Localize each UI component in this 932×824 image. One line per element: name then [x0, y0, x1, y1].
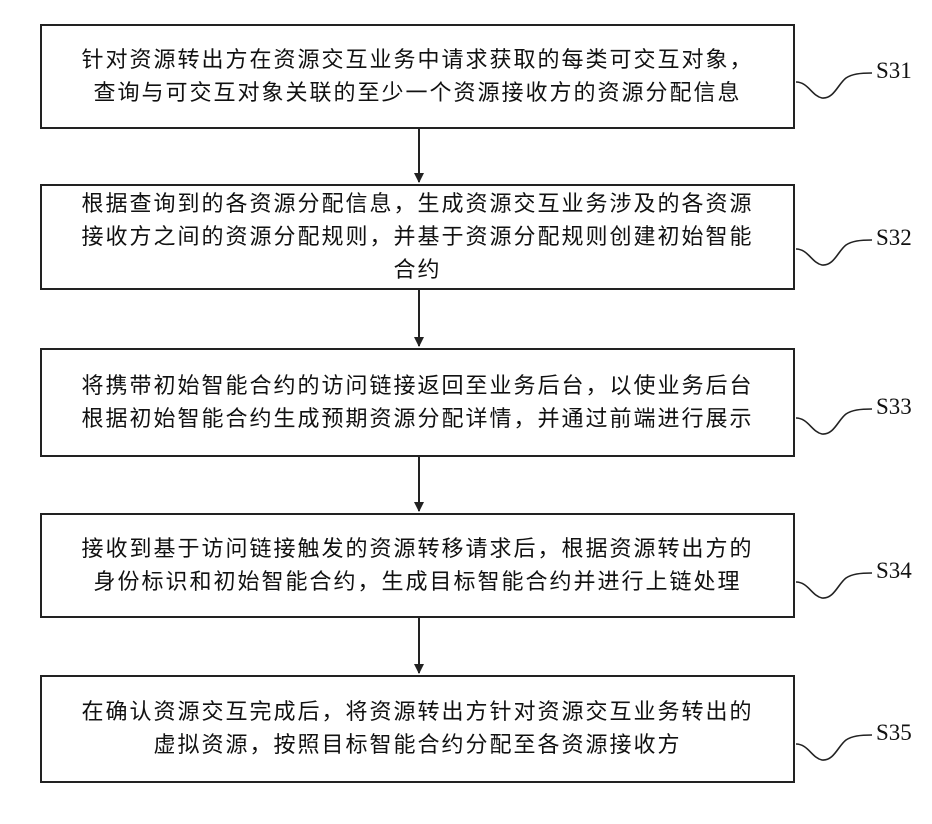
step-text-s34: 接收到基于访问链接触发的资源转移请求后，根据资源转出方的 身份标识和初始智能合约…	[71, 533, 763, 599]
leader-s34	[796, 573, 872, 598]
step-label-s33: S33	[876, 394, 912, 420]
leader-s32	[796, 240, 872, 265]
step-text-s32: 根据查询到的各资源分配信息，生成资源交互业务涉及的各资源 接收方之间的资源分配规…	[71, 188, 763, 287]
step-label-s31: S31	[876, 58, 912, 84]
leader-s35	[796, 735, 872, 760]
leader-s31	[796, 73, 872, 98]
step-text-s35: 在确认资源交互完成后，将资源转出方针对资源交互业务转出的 虚拟资源，按照目标智能…	[71, 696, 763, 762]
step-box-s35: 在确认资源交互完成后，将资源转出方针对资源交互业务转出的 虚拟资源，按照目标智能…	[40, 675, 795, 783]
step-box-s34: 接收到基于访问链接触发的资源转移请求后，根据资源转出方的 身份标识和初始智能合约…	[40, 513, 795, 618]
step-text-s33: 将携带初始智能合约的访问链接返回至业务后台，以使业务后台 根据初始智能合约生成预…	[71, 370, 763, 436]
leader-s33	[796, 409, 872, 434]
step-box-s32: 根据查询到的各资源分配信息，生成资源交互业务涉及的各资源 接收方之间的资源分配规…	[40, 184, 795, 290]
step-text-s31: 针对资源转出方在资源交互业务中请求获取的每类可交互对象， 查询与可交互对象关联的…	[71, 44, 763, 110]
step-label-s32: S32	[876, 225, 912, 251]
step-box-s33: 将携带初始智能合约的访问链接返回至业务后台，以使业务后台 根据初始智能合约生成预…	[40, 348, 795, 457]
step-label-s35: S35	[876, 720, 912, 746]
step-box-s31: 针对资源转出方在资源交互业务中请求获取的每类可交互对象， 查询与可交互对象关联的…	[40, 24, 795, 129]
step-label-s34: S34	[876, 558, 912, 584]
